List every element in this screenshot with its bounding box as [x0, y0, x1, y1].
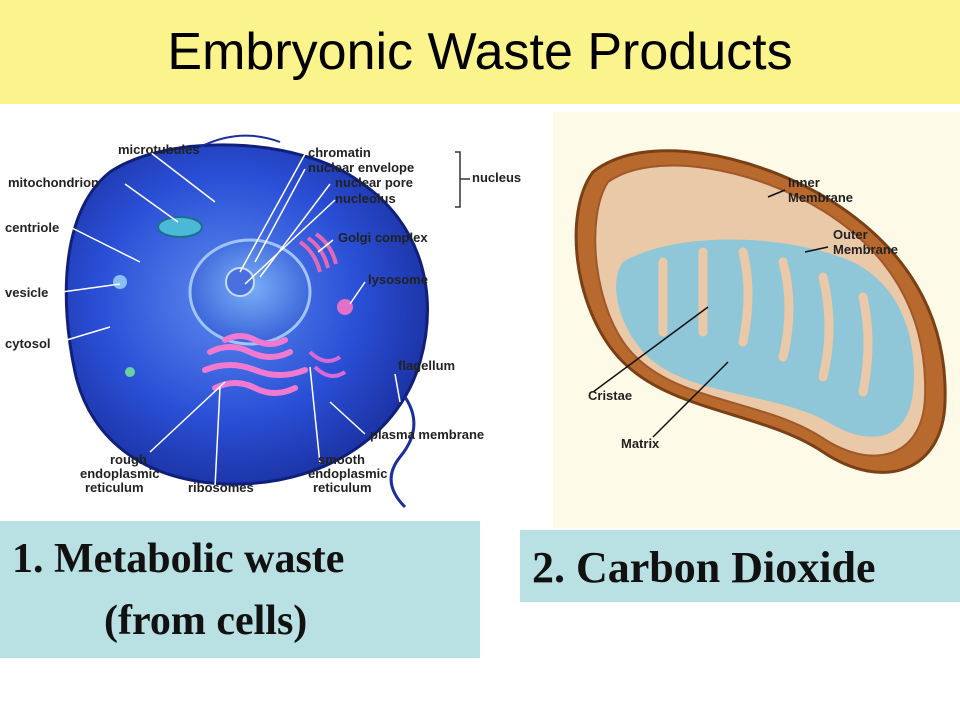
- mitochondrion-diagram: Inner Membrane Outer Membrane Cristae Ma…: [553, 112, 960, 528]
- label-lysosome: lysosome: [368, 272, 428, 287]
- lysosome-shape: [337, 299, 353, 315]
- label-smooth-er-3: reticulum: [313, 480, 372, 495]
- label-outer-membrane-1: Outer: [833, 227, 868, 242]
- label-rough-er-3: reticulum: [85, 480, 144, 495]
- microtubules-shape: [199, 134, 281, 148]
- animal-cell-diagram: microtubules mitochondrion centriole ves…: [5, 134, 521, 509]
- caption-metabolic-waste-box: 1. Metabolic waste (from cells): [0, 521, 480, 658]
- page-title: Embryonic Waste Products: [167, 23, 793, 81]
- label-outer-membrane-2: Membrane: [833, 242, 898, 257]
- caption-metabolic-waste-line1: 1. Metabolic waste: [12, 536, 345, 582]
- caption-metabolic-waste-line2: (from cells): [104, 598, 308, 644]
- label-centriole: centriole: [5, 220, 59, 235]
- smooth-er-shape: [308, 350, 347, 378]
- label-nuclear-pore: nuclear pore: [335, 175, 413, 190]
- label-ribosomes: ribosomes: [188, 480, 254, 495]
- label-nucleus: nucleus: [472, 170, 521, 185]
- nucleolus-shape: [225, 267, 255, 297]
- mito-leader-lines: [592, 189, 829, 438]
- label-inner-membrane-1: Inner: [788, 175, 820, 190]
- label-cytosol: cytosol: [5, 336, 51, 351]
- nucleus-bracket: [455, 151, 470, 208]
- leader-lines: [59, 151, 401, 488]
- label-rough-er-2: endoplasmic: [80, 466, 159, 481]
- rough-er-shape: [202, 333, 308, 396]
- title-banner: [0, 0, 960, 104]
- label-mitochondrion: mitochondrion: [8, 175, 99, 190]
- label-vesicle: vesicle: [5, 285, 48, 300]
- vesicle-shape: [125, 367, 135, 377]
- label-inner-membrane-2: Membrane: [788, 190, 853, 205]
- label-plasma-membrane: plasma membrane: [370, 427, 484, 442]
- label-smooth-er-1: smooth: [318, 452, 365, 467]
- label-microtubules: microtubules: [118, 142, 200, 157]
- caption-carbon-dioxide: 2. Carbon Dioxide: [532, 543, 876, 592]
- label-cristae: Cristae: [588, 388, 632, 403]
- matrix-shape: [616, 239, 914, 437]
- caption-carbon-dioxide-box: 2. Carbon Dioxide: [520, 530, 960, 602]
- label-smooth-er-2: endoplasmic: [308, 466, 387, 481]
- flagellum-shape: [389, 396, 416, 509]
- label-matrix: Matrix: [621, 436, 660, 451]
- cristae-shape: [658, 247, 873, 397]
- label-chromatin: chromatin: [308, 145, 371, 160]
- vesicle-shape: [113, 275, 127, 289]
- label-flagellum: flagellum: [398, 358, 455, 373]
- mitochondrion-shape: [157, 216, 203, 238]
- label-nuclear-envelope: nuclear envelope: [308, 160, 414, 175]
- label-nucleolus: nucleolus: [335, 191, 396, 206]
- label-golgi-complex: Golgi complex: [338, 230, 428, 245]
- label-rough-er-1: rough: [110, 452, 147, 467]
